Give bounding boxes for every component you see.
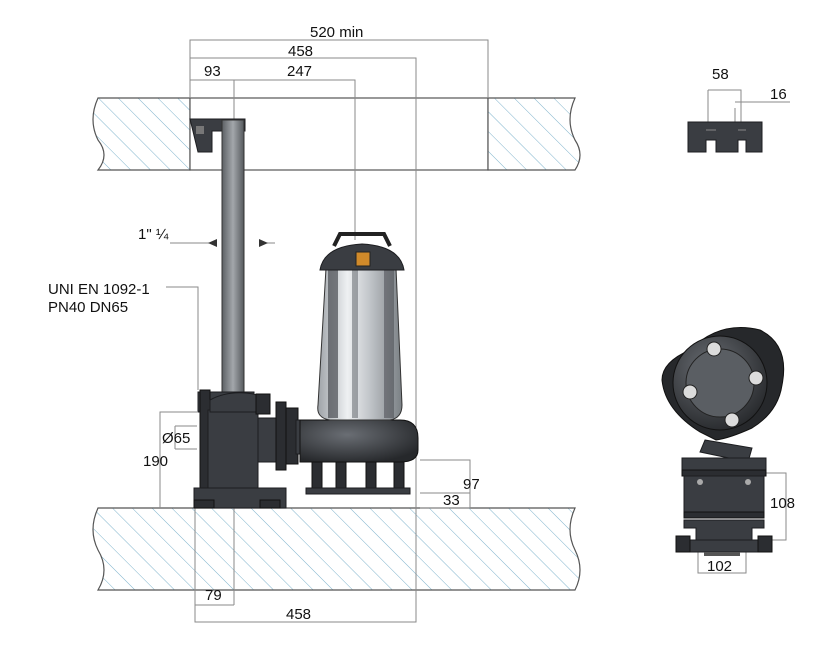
bracket-detail [687,121,763,153]
dim-458-top: 458 [288,43,313,60]
dim-102: 102 [707,558,732,575]
foot-end-view [675,457,773,556]
dim-58: 58 [712,66,729,83]
flange-rating-label: PN40 DN65 [48,299,128,316]
dim-79: 79 [205,587,222,604]
pump-motor-housing [317,267,403,421]
dim-520-min: 520 min [310,24,363,41]
pump-handle [332,232,392,247]
dim-93: 93 [204,63,221,80]
dim-33: 33 [443,492,460,509]
dim-190: 190 [143,453,168,470]
dim-108: 108 [770,495,795,512]
dim-247: 247 [287,63,312,80]
dim-97: 97 [463,476,480,493]
dim-16: 16 [770,86,787,103]
discharge-foot [193,389,287,509]
dim-outlet-diameter: Ø65 [162,430,190,447]
guide-pipe [221,119,245,406]
ceiling-slab-right [487,97,581,171]
pump-top-view [661,327,785,463]
pump-volute [299,419,419,463]
dim-pipe-diameter: 1" ¼ [138,226,169,243]
pump-legs [305,461,411,495]
dimension-lines [159,39,790,623]
flange-standard-label: UNI EN 1092-1 [48,281,150,298]
dim-458-bottom: 458 [286,606,311,623]
floor-slab [92,507,581,591]
ceiling-slab-left [92,97,191,171]
